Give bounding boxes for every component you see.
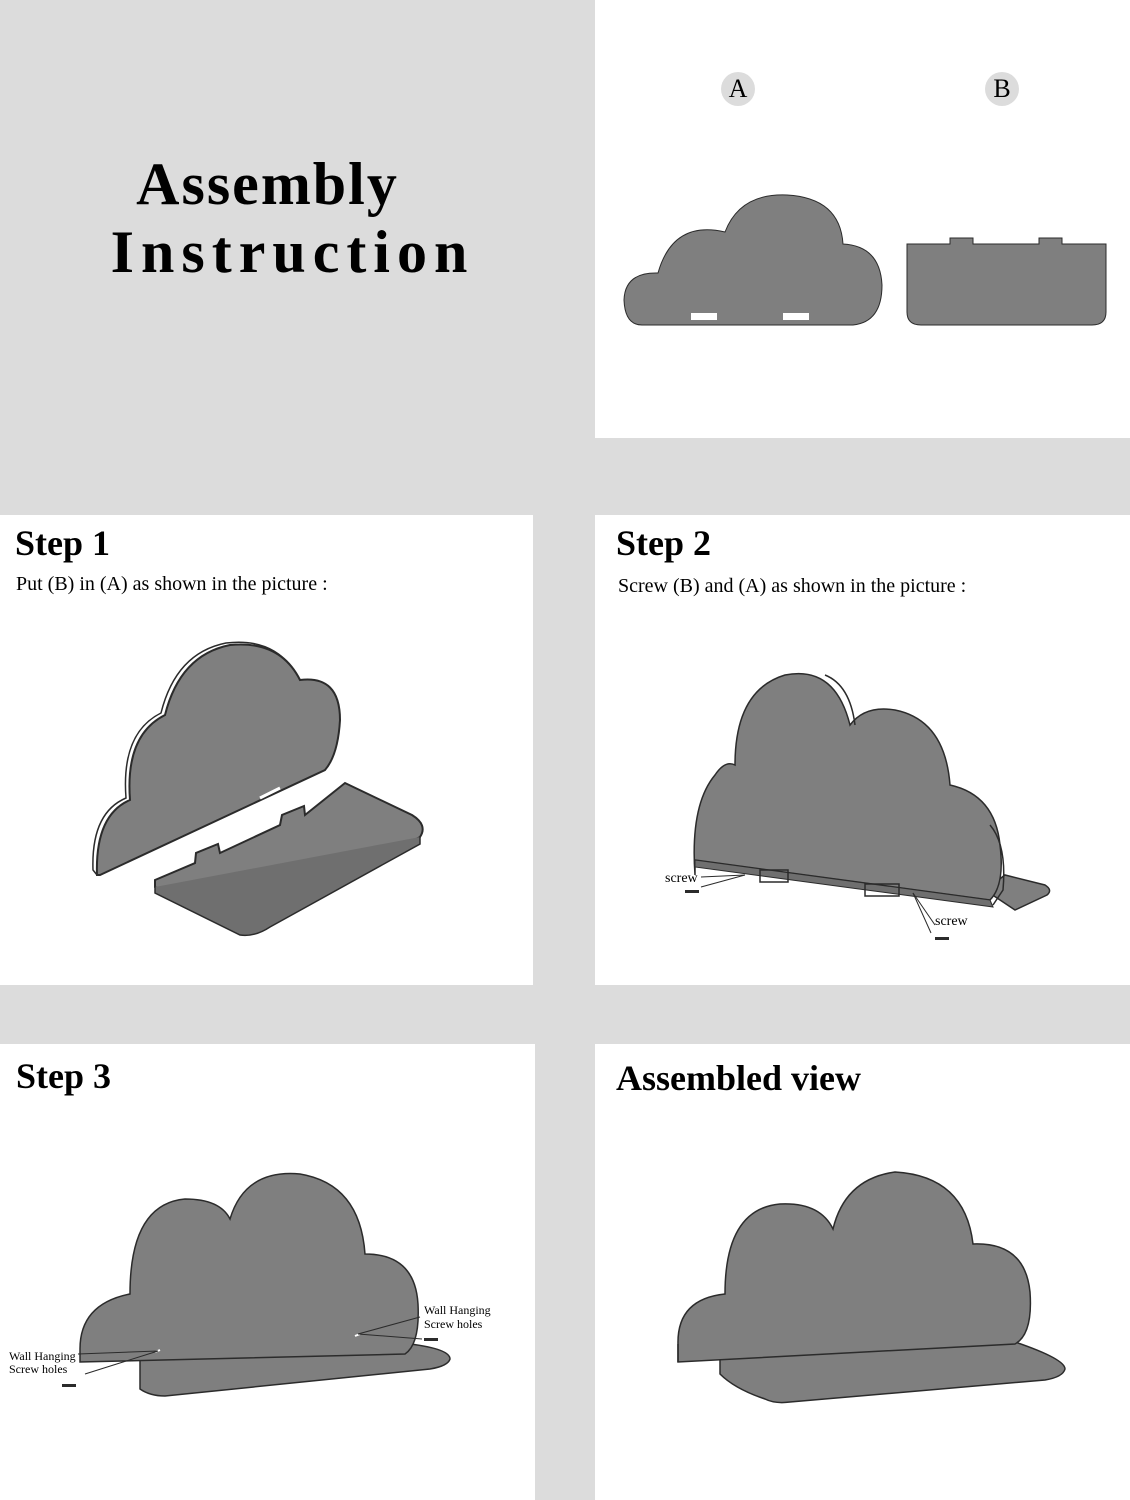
step2-screw-icon-right [935,937,949,940]
step2-cloud-shape [693,672,1002,901]
step2-drawing: screw screw [665,672,1051,940]
step1-base-edge [154,837,421,937]
step2-base-front-edge [694,859,994,908]
title-block: Assembly Instruction [0,0,595,515]
step2-screw-pointer-right-2 [912,892,932,934]
step2-panel: Step 2 Screw (B) and (A) as shown in the… [595,515,1130,985]
step1-panel: Step 1 Put (B) in (A) as shown in the pi… [0,515,533,985]
step3-left-label-line1: Wall Hanging [9,1349,76,1363]
step3-screw-icon-right [424,1338,438,1341]
step3-drawing: Wall Hanging Screw holes Wall Hanging Sc… [9,1172,491,1397]
step2-screw-label-right: screw [935,914,969,929]
parts-panel: A B [595,0,1130,438]
step2-screw-label-left: screw [665,871,699,886]
assembled-drawing [677,1171,1066,1404]
step2-screw-pointer-left [700,874,746,878]
step1-cloud-edge [92,641,291,876]
assembled-panel: Assembled view [595,1044,1130,1500]
step2-cloud-right-edge [989,824,1005,906]
assembled-base-shape [719,1341,1066,1404]
part-a-label: A [721,72,755,106]
step2-screw-icon-left [685,890,699,893]
step2-base-shape [983,874,1051,911]
step2-slot-right [864,883,900,897]
step1-description: Put (B) in (A) as shown in the picture : [16,573,328,595]
step3-right-label-line1: Wall Hanging [424,1303,491,1317]
step1-slot-left [171,832,196,847]
part-a-slot-left [691,313,717,320]
step2-heading: Step 2 [616,523,712,563]
step3-pointer-left-2 [84,1350,159,1375]
part-b-base-shape [906,237,1107,326]
step2-cloud-edge [824,674,856,726]
part-b-label: B [985,72,1019,106]
step3-left-label-line2: Screw holes [9,1362,68,1376]
step1-heading: Step 1 [15,523,111,563]
step1-slot-right [259,786,281,800]
part-a-slot-right [783,313,809,320]
step3-screw-icon-left [62,1384,76,1387]
part-a-cloud-shape [623,194,883,326]
title-line-2: Instruction [110,219,475,285]
step1-drawing [92,641,424,937]
assembled-cloud-shape [677,1171,1032,1363]
step3-pointer-left-1 [77,1350,159,1355]
step3-cloud-shape [79,1172,419,1363]
step3-pointer-right-2 [357,1333,423,1340]
step3-right-label-line2: Screw holes [424,1317,483,1331]
step3-pointer-right-1 [357,1316,421,1335]
step1-cloud-shape [95,643,342,876]
step3-heading: Step 3 [16,1056,112,1096]
title-line-1: Assembly [136,151,399,217]
step2-description: Screw (B) and (A) as shown in the pictur… [618,575,967,597]
step2-slot-left [759,869,789,883]
assembled-heading: Assembled view [616,1058,861,1098]
step2-screw-pointer-left-2 [700,874,746,888]
parts-drawing [623,194,1107,326]
step2-screw-pointer-right [912,892,936,926]
step3-panel: Step 3 Wall Hanging Screw holes Wall Han… [0,1044,535,1500]
